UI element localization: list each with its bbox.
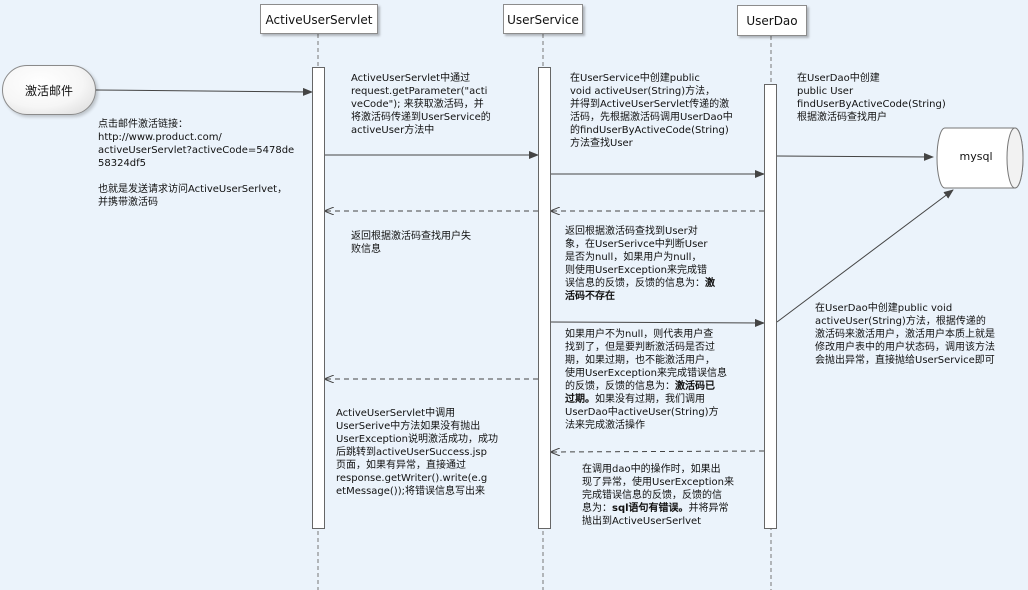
activation-servlet xyxy=(312,67,325,529)
database-label: mysql xyxy=(959,150,993,163)
note-dao-exception-text: 在调用dao中的操作时，如果出 现了异常，使用UserException来 完成… xyxy=(582,464,735,514)
note-return-fail: 返回根据激活码查找用户失 败信息 xyxy=(351,231,471,255)
note-dao-exception-bold: sql语句有错误。 xyxy=(612,503,689,514)
note-not-null-text-2: 如果没有过期，我们调用 UserDao中activeUser(String)方 … xyxy=(565,394,719,431)
note-dao-exception: 在调用dao中的操作时，如果出 现了异常，使用UserException来 完成… xyxy=(582,463,752,528)
note-click-link: 点击邮件激活链接： http://www.product.com/ active… xyxy=(98,119,295,208)
note-not-null: 如果用户不为null，则代表用户查 找到了，但是要判断激活码是否过 期，如果过期… xyxy=(565,328,755,432)
activation-service xyxy=(538,67,551,529)
return-dao-to-service-2 xyxy=(551,451,765,452)
msg-actor-to-servlet xyxy=(95,87,313,96)
msg-service-to-dao-2 xyxy=(549,318,765,327)
lifeline-head-dao: UserDao xyxy=(737,5,807,36)
note-dao-exception-text-2: 并将异常 抛出到ActiveUserSerlvet xyxy=(582,503,729,527)
note-dao-create-find: 在UserDao中创建 public User findUserByActive… xyxy=(797,73,946,123)
note-dao-create-active: 在UserDao中创建public void activeUser(String… xyxy=(815,303,995,366)
msg-dao-to-mysql xyxy=(776,152,934,161)
note-not-null-bold: 激活码已 过期。 xyxy=(565,381,715,405)
note-service-create: 在UserService中创建public void activeUser(St… xyxy=(570,73,733,149)
note-servlet-call: ActiveUserServlet中调用 UserSerive中方法如果没有抛出… xyxy=(336,408,499,497)
note-found-user-bold: 激 活码不存在 xyxy=(565,278,715,302)
note-found-user-text: 返回根据激活码查找到User对 象，在UserSerivce中判断User 是否… xyxy=(565,226,708,289)
activation-dao xyxy=(764,84,777,529)
msg-dao-to-mysql-2 xyxy=(776,189,954,323)
note-found-user: 返回根据激活码查找到User对 象，在UserSerivce中判断User 是否… xyxy=(565,225,755,303)
lifeline-head-servlet: ActiveUserServlet xyxy=(260,4,378,34)
note-not-null-text: 如果用户不为null，则代表用户查 找到了，但是要判断激活码是否过 期，如果过期… xyxy=(565,329,728,392)
lifeline-head-service: UserService xyxy=(503,4,583,34)
database-icon xyxy=(936,127,1024,189)
note-servlet-get-param: ActiveUserServlet中通过 request.getParamete… xyxy=(351,73,491,136)
actor-activation-email: 激活邮件 xyxy=(2,65,96,115)
